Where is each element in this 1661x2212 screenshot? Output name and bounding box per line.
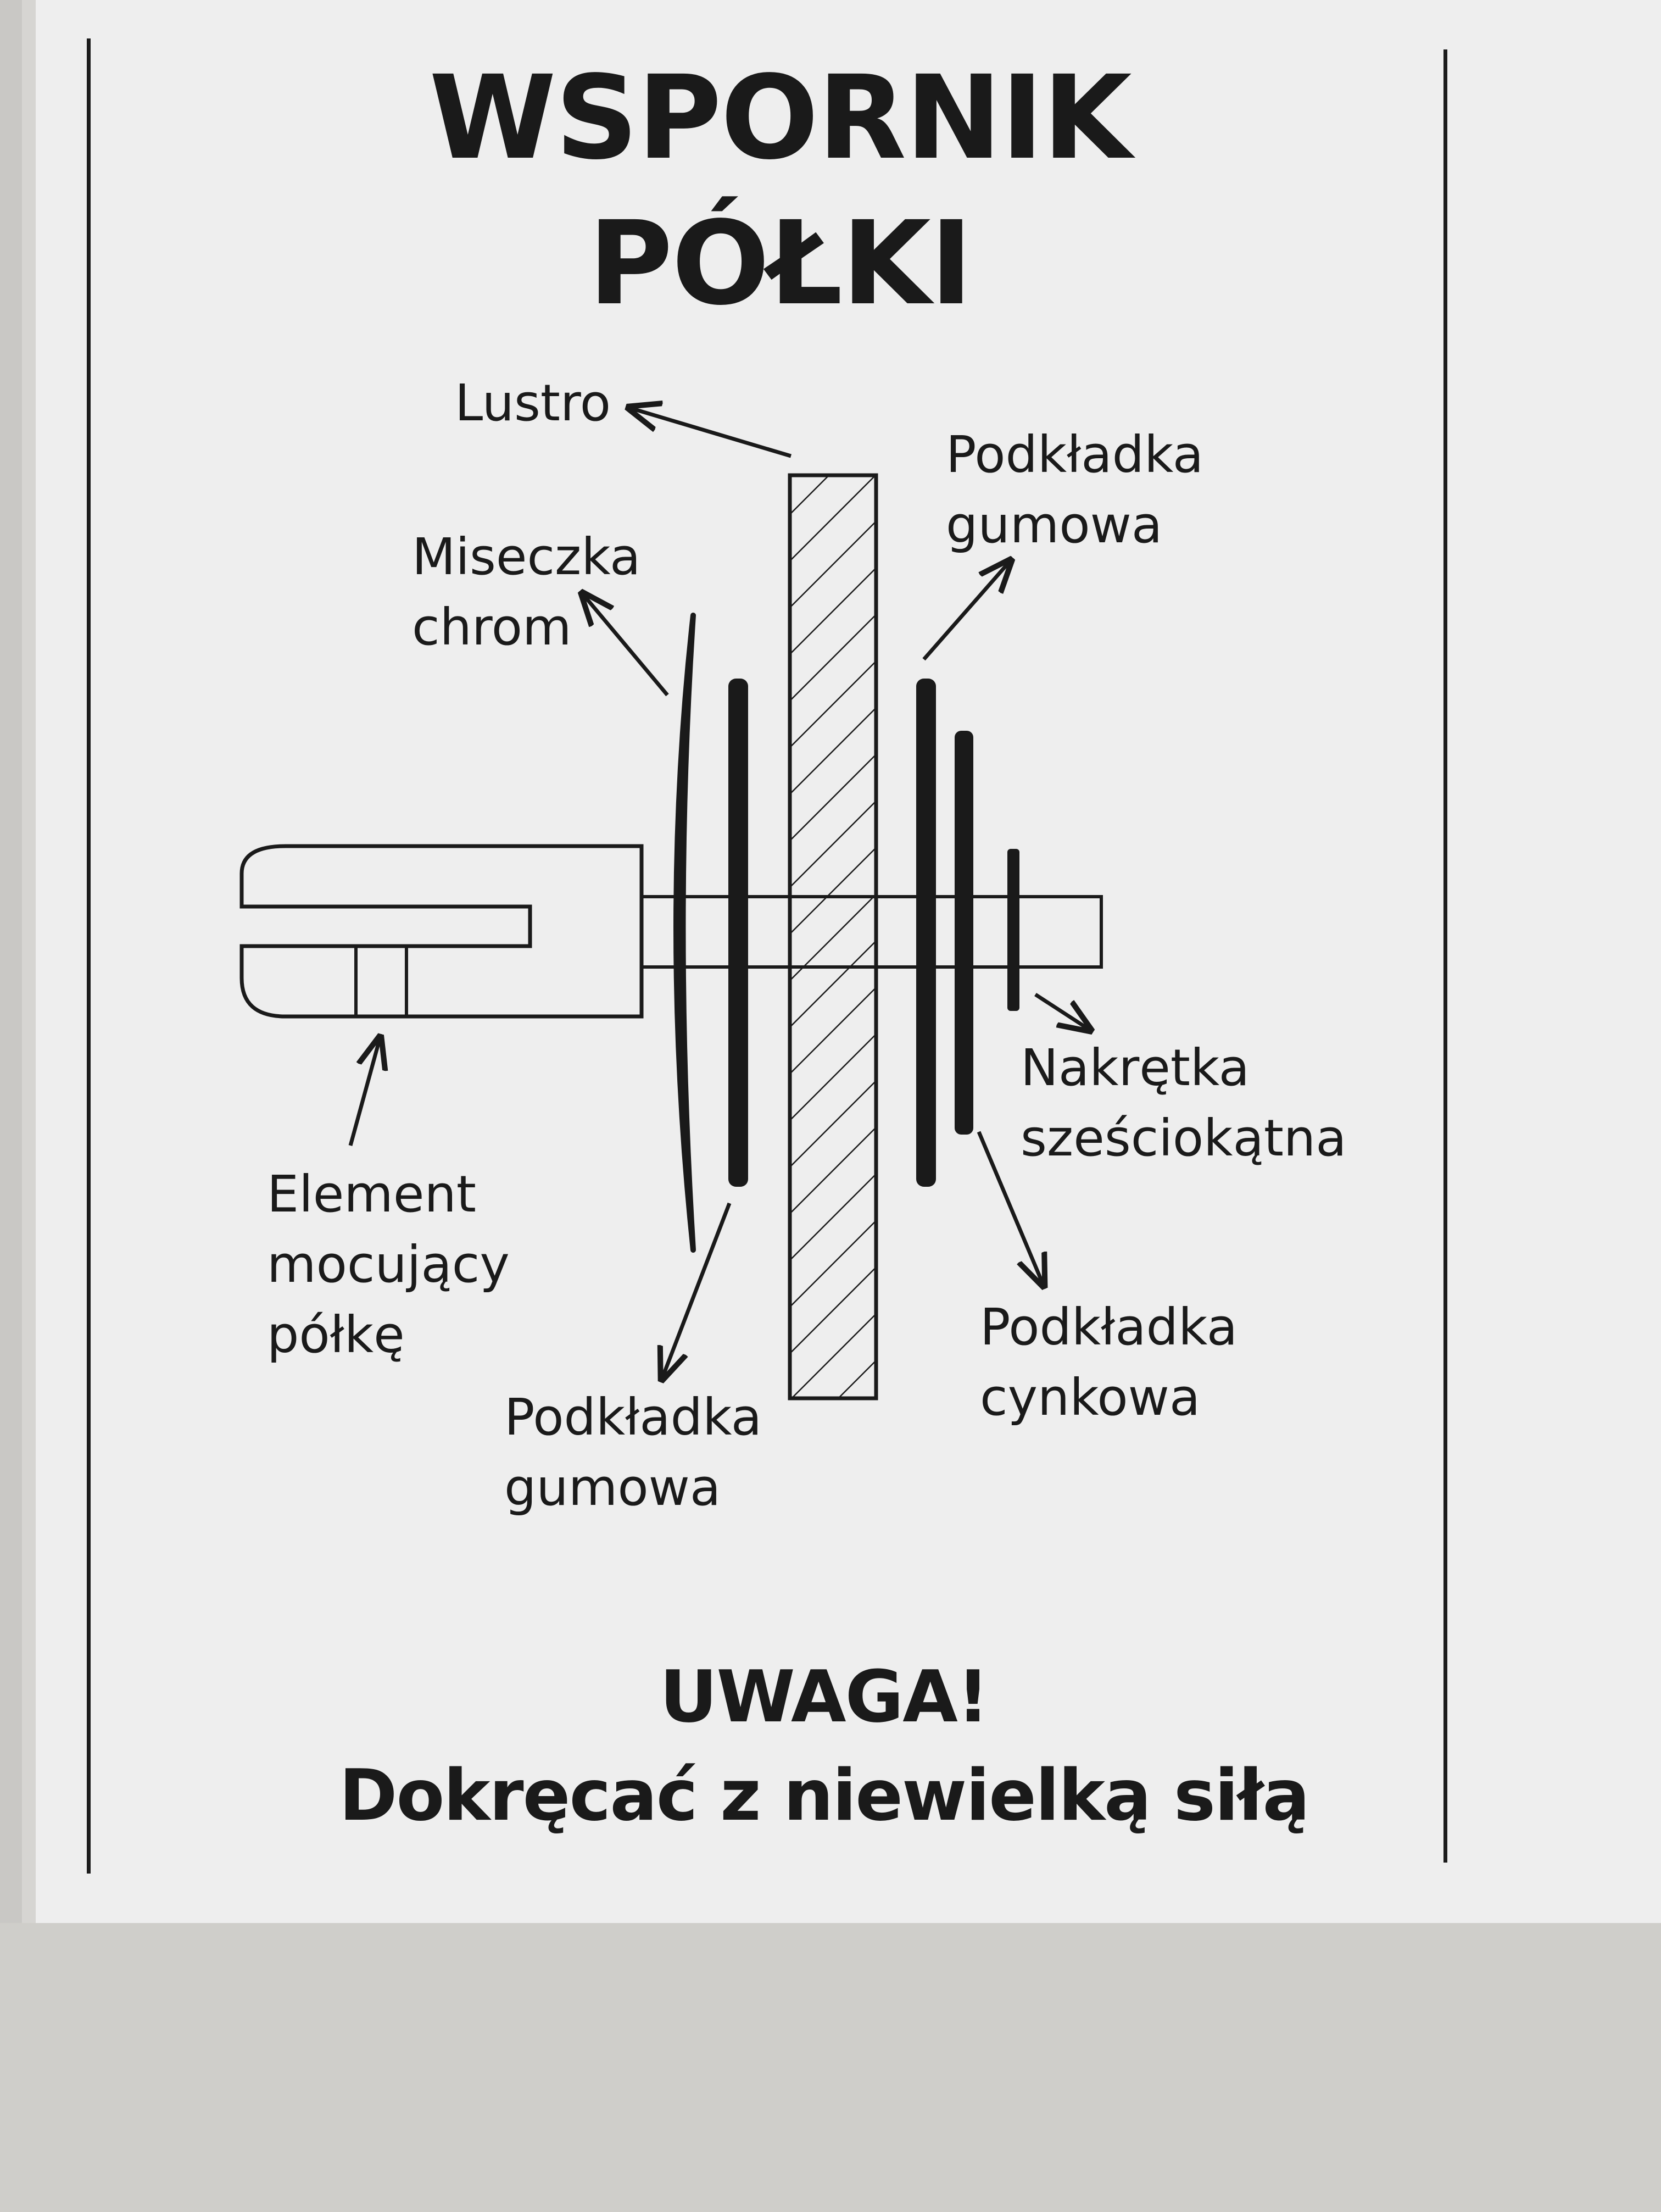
- label-rubber-washer-top-line-1: Podkładka: [946, 425, 1204, 484]
- hex-nut: [1007, 849, 1019, 1011]
- label-rubber-washer-top: Podkładka gumowa: [946, 420, 1203, 560]
- rubber-washer-left: [728, 679, 748, 1187]
- border-line-left: [87, 38, 91, 1874]
- label-rubber-washer-bottom-line-2: gumowa: [504, 1458, 721, 1517]
- background-edge: [0, 0, 22, 2212]
- background-surface: [0, 1923, 1661, 2212]
- label-rubber-washer-top-line-2: gumowa: [946, 496, 1163, 554]
- shelf-fixing-element: [239, 844, 644, 1019]
- zinc-washer: [955, 731, 973, 1135]
- label-chrome-cup: Miseczka chrom: [412, 522, 640, 663]
- label-fixing-element-line-2: mocujący: [267, 1235, 510, 1294]
- arrow-mirror: [629, 408, 792, 458]
- arrow-rubber-washer-bottom: [662, 1202, 732, 1379]
- arrow-rubber-washer-top: [922, 560, 1011, 661]
- label-rubber-washer-bottom: Podkładka gumowa: [504, 1382, 762, 1523]
- mirror: [788, 473, 878, 1400]
- rubber-washer-right: [916, 679, 936, 1187]
- arrow-fixing-element: [348, 1037, 380, 1146]
- arrow-zinc-washer: [977, 1131, 1044, 1286]
- label-zinc-washer: Podkładka cynkowa: [980, 1292, 1238, 1433]
- label-chrome-cup-line-2: chrom: [412, 598, 572, 657]
- label-hex-nut-line-2: sześciokątna: [1021, 1109, 1347, 1168]
- warning-text: Dokręcać z niewielką siłą: [339, 1755, 1310, 1837]
- label-chrome-cup-line-1: Miseczka: [412, 527, 641, 586]
- label-hex-nut: Nakrętka sześciokątna: [1021, 1033, 1347, 1174]
- title-line-1: WSPORNIK: [429, 51, 1132, 185]
- label-zinc-washer-line-2: cynkowa: [980, 1368, 1201, 1427]
- label-mirror-text: Lustro: [455, 374, 611, 432]
- label-rubber-washer-bottom-line-1: Podkładka: [504, 1388, 762, 1447]
- label-fixing-element-line-1: Element: [267, 1165, 476, 1224]
- border-line-right: [1443, 49, 1447, 1863]
- title-line-2: PÓŁKI: [588, 196, 973, 331]
- label-hex-nut-line-1: Nakrętka: [1021, 1038, 1250, 1097]
- arrow-hex-nut: [1034, 993, 1090, 1030]
- label-fixing-element: Element mocujący półkę: [267, 1159, 510, 1370]
- label-fixing-element-line-3: półkę: [267, 1305, 405, 1364]
- warning-title: UWAGA!: [659, 1655, 989, 1738]
- arrow-chrome-cup: [582, 593, 669, 697]
- label-mirror: Lustro: [455, 368, 611, 438]
- label-zinc-washer-line-1: Podkładka: [980, 1298, 1238, 1357]
- chrome-cup: [673, 613, 696, 1253]
